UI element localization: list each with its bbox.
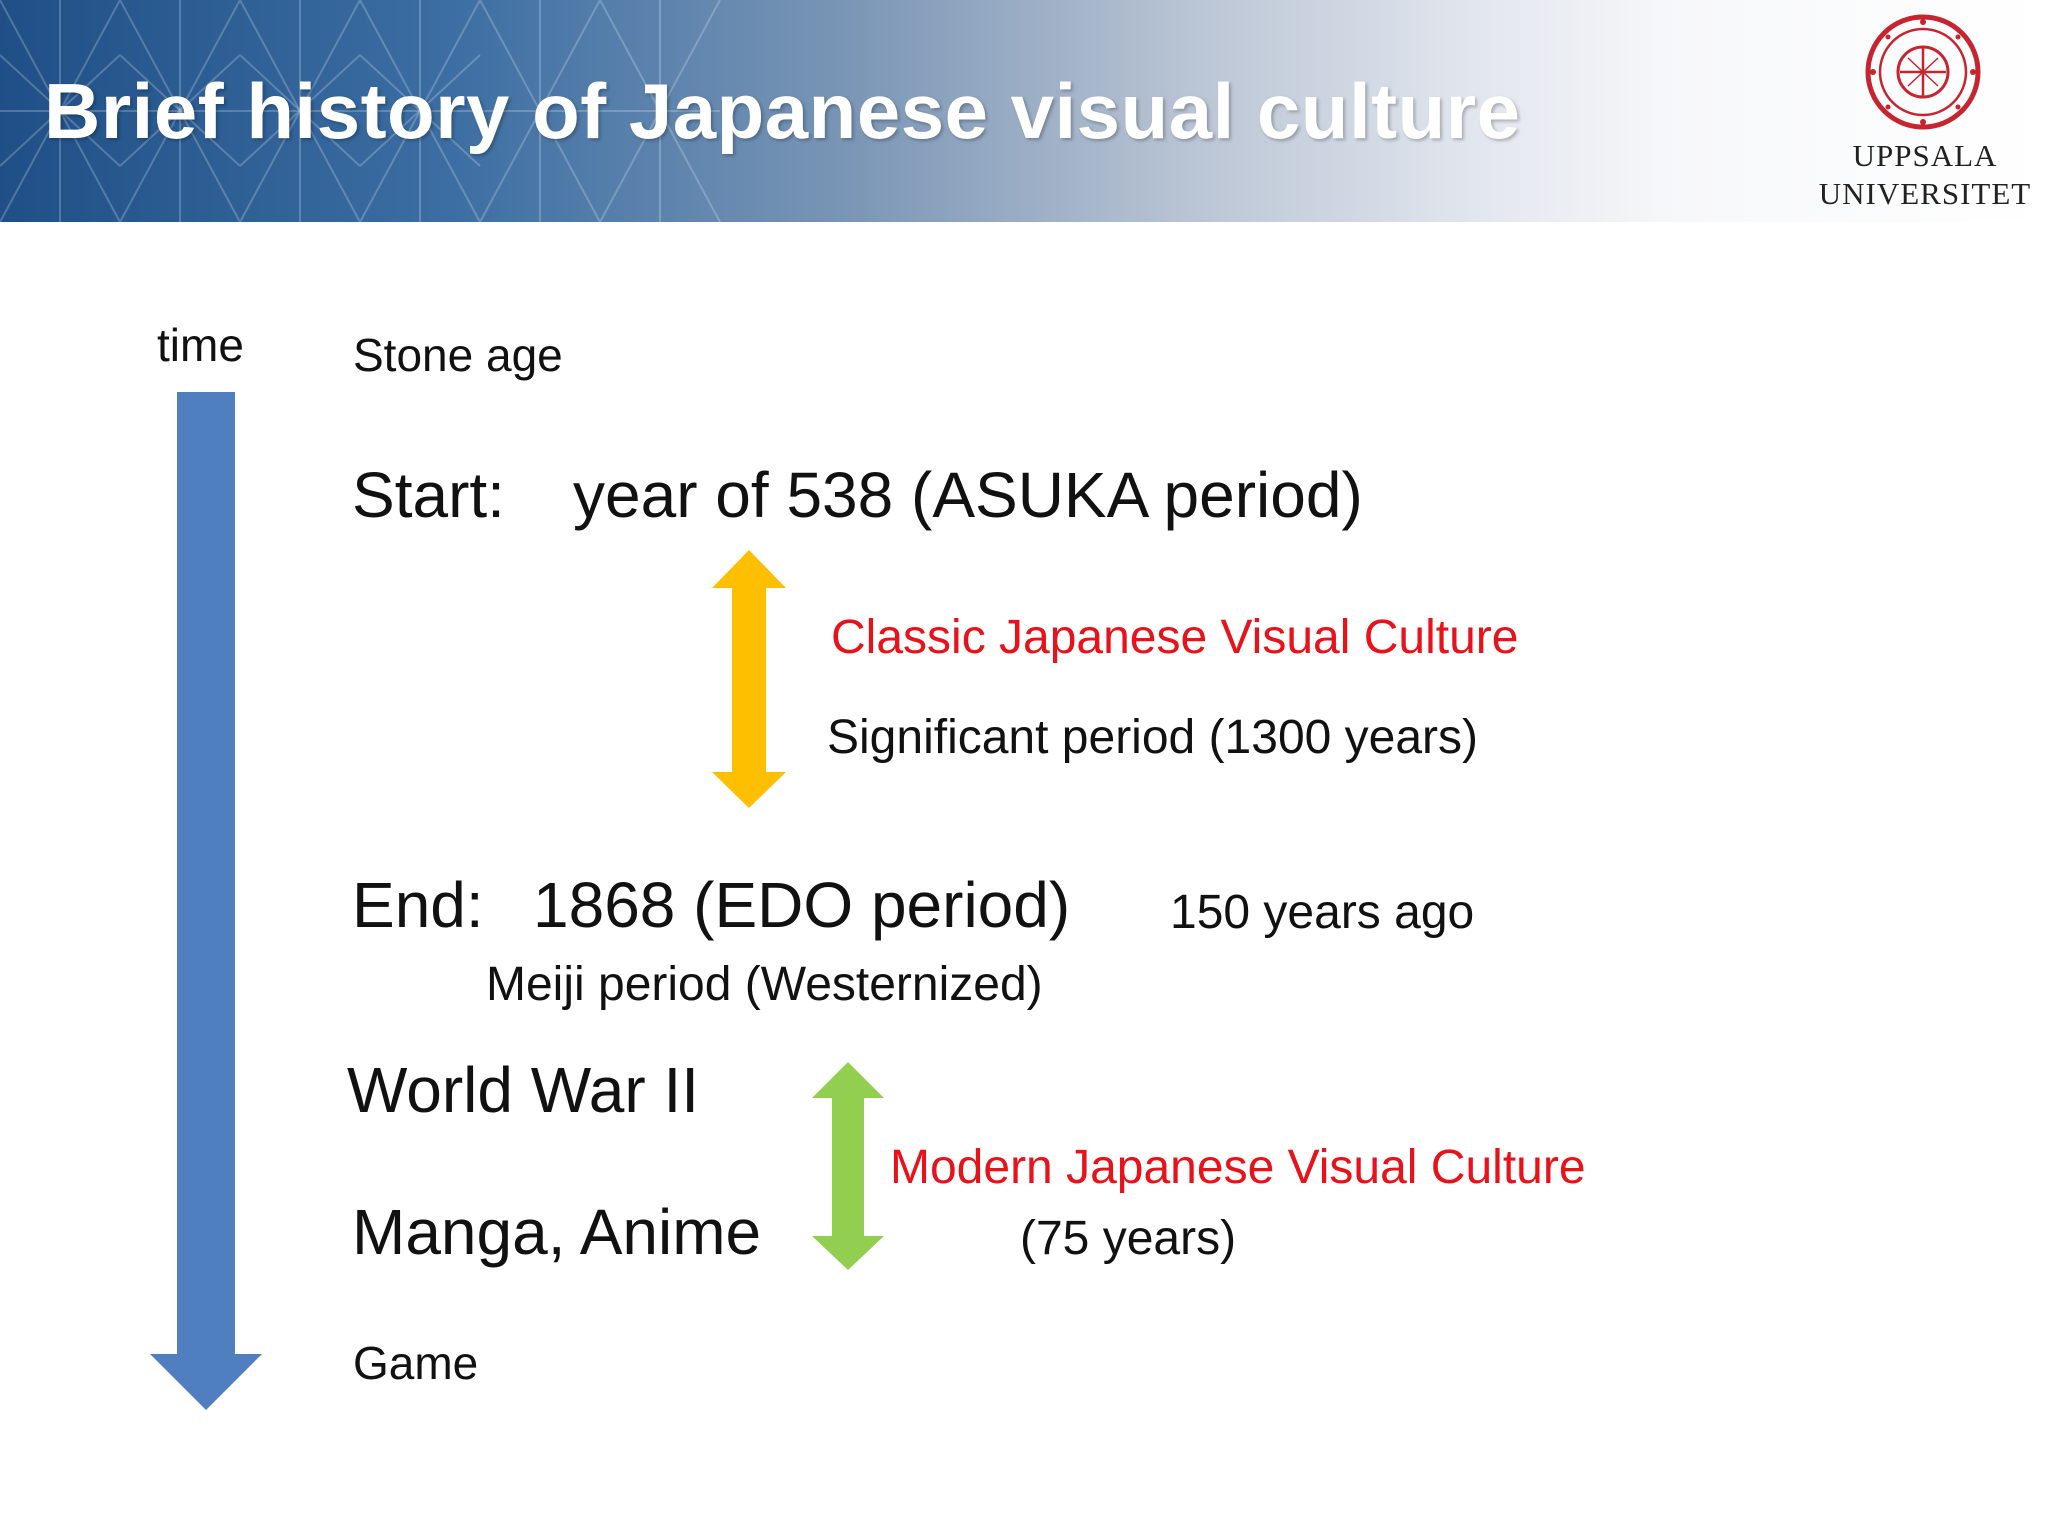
start-label: Start:: [352, 459, 505, 531]
time-label: time: [157, 319, 244, 371]
modern-culture-title: Modern Japanese Visual Culture: [890, 1141, 1586, 1194]
end-label: End:: [352, 869, 484, 941]
stone-age-label: Stone age: [353, 329, 563, 381]
arrow-down-icon: [150, 392, 262, 1410]
end-value: 1868 (EDO period): [533, 869, 1071, 941]
ww2-label: World War II: [347, 1054, 700, 1126]
slide-title: Brief history of Japanese visual culture: [44, 67, 1521, 155]
asanoha-pattern: [0, 0, 721, 222]
logo-text-universitet: UNIVERSITET: [1818, 176, 2032, 211]
classic-period-note: Significant period (1300 years): [827, 711, 1479, 764]
manga-anime-label: Manga, Anime: [352, 1196, 762, 1268]
header-banner: Brief history of Japanese visual culture: [0, 0, 2048, 222]
classic-culture-title: Classic Japanese Visual Culture: [831, 611, 1519, 664]
modern-period-note: (75 years): [1020, 1212, 1237, 1265]
logo-text-uppsala: UPPSALA: [1852, 138, 1998, 173]
uppsala-university-seal-icon: [1865, 14, 1981, 130]
end-years-ago: 150 years ago: [1170, 886, 1475, 939]
start-value: year of 538 (ASUKA period): [573, 459, 1363, 531]
game-label: Game: [353, 1337, 479, 1389]
meiji-period-label: Meiji period (Westernized): [486, 958, 1043, 1011]
modern-double-arrow-icon: [812, 1062, 884, 1270]
classic-double-arrow-icon: [712, 550, 786, 808]
